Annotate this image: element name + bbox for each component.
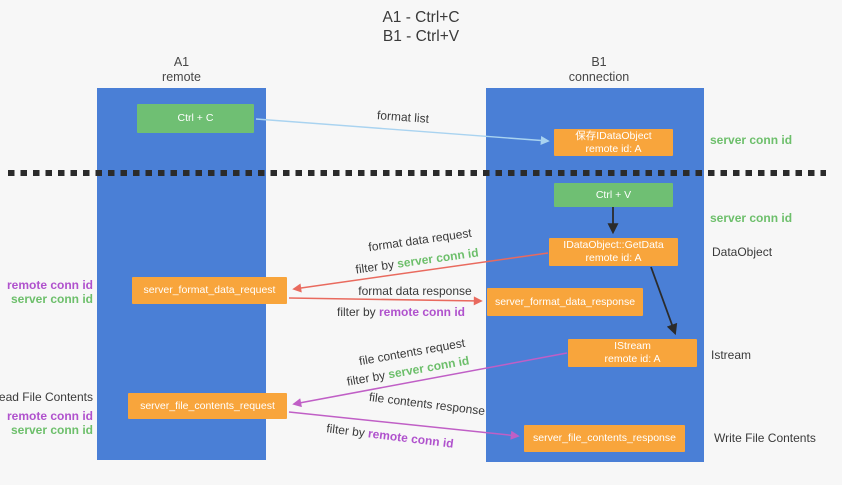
node-server-file-contents-request: server_file_contents_request xyxy=(128,393,287,419)
filter-by-text: filter by xyxy=(354,256,399,277)
node-save-dataobject-line1: 保存IDataObject xyxy=(575,129,652,142)
filter-by-text: filter by xyxy=(345,367,390,389)
node-istream: IStream remote id: A xyxy=(568,339,697,367)
node-ctrl-v: Ctrl + V xyxy=(554,183,673,207)
right-label-server-conn-id-mid: server conn id xyxy=(710,211,793,225)
left-column-subtitle: remote xyxy=(162,70,201,84)
right-column-title: B1 xyxy=(591,55,607,69)
node-ctrl-c-label: Ctrl + C xyxy=(177,112,214,124)
server-conn-id-text: server conn id xyxy=(396,245,480,271)
node-ctrl-v-label: Ctrl + V xyxy=(595,188,632,201)
node-server-file-contents-response: server_file_contents_response xyxy=(524,425,685,452)
left-column-title: A1 xyxy=(173,55,190,69)
node-server-file-contents-response-label: server_file_contents_response xyxy=(532,432,676,444)
right-label-write-file-contents: Write File Contents xyxy=(714,431,816,445)
node-ctrl-c: Ctrl + C xyxy=(137,104,254,133)
node-idataobject-getdata-line2: remote id: A xyxy=(585,252,642,264)
arrow-format-data-response xyxy=(288,296,483,306)
remote-conn-id-text: remote conn id xyxy=(379,305,466,319)
left-label-server-conn-id-2: server conn id xyxy=(10,423,93,437)
label-format-data-response: format data response xyxy=(358,284,472,298)
left-label-server-conn-id-1: server conn id xyxy=(10,292,93,306)
node-server-format-data-response-label: server_format_data_response xyxy=(494,295,636,308)
filter-by-text: filter by xyxy=(336,305,379,319)
filter-by-text: filter by xyxy=(325,421,370,441)
label-file-contents-response: file contents response xyxy=(368,389,486,419)
node-server-format-data-request: server_format_data_request xyxy=(132,277,287,304)
node-save-dataobject: 保存IDataObject remote id: A xyxy=(554,129,673,156)
node-idataobject-getdata: IDataObject::GetData remote id: A xyxy=(549,238,678,266)
node-server-file-contents-request-label: server_file_contents_request xyxy=(140,399,275,412)
left-label-remote-conn-id-1: remote conn id xyxy=(6,278,93,292)
node-save-dataobject-line2: remote id: A xyxy=(585,142,642,155)
left-column-header: A1 remote xyxy=(97,55,266,85)
left-label-read-file-contents: Read File Contents xyxy=(0,390,93,404)
right-column-header: B1 connection xyxy=(488,55,710,85)
right-column-subtitle: connection xyxy=(568,70,630,84)
right-label-dataobject: DataObject xyxy=(712,245,773,259)
node-idataobject-getdata-line1: IDataObject::GetData xyxy=(563,239,664,251)
right-label-server-conn-id-top: server conn id xyxy=(710,133,793,147)
node-istream-line2: remote id: A xyxy=(604,353,661,365)
left-label-remote-conn-id-2: remote conn id xyxy=(6,409,93,423)
label-filter-remote-conn-1: filter by remote conn id xyxy=(337,305,465,319)
title-line-1: A1 - Ctrl+C xyxy=(382,9,460,26)
label-format-list: format list xyxy=(376,108,430,126)
node-server-format-data-request-label: server_format_data_request xyxy=(143,284,276,296)
right-label-istream: Istream xyxy=(711,348,752,362)
node-server-format-data-response: server_format_data_response xyxy=(487,288,643,316)
node-istream-line1: IStream xyxy=(614,340,651,352)
title-line-2: B1 - Ctrl+V xyxy=(382,28,460,45)
remote-conn-id-text: remote conn id xyxy=(367,426,455,451)
label-filter-remote-conn-2: filter by remote conn id xyxy=(326,421,455,450)
diagram-title: A1 - Ctrl+C B1 - Ctrl+V xyxy=(0,8,842,46)
